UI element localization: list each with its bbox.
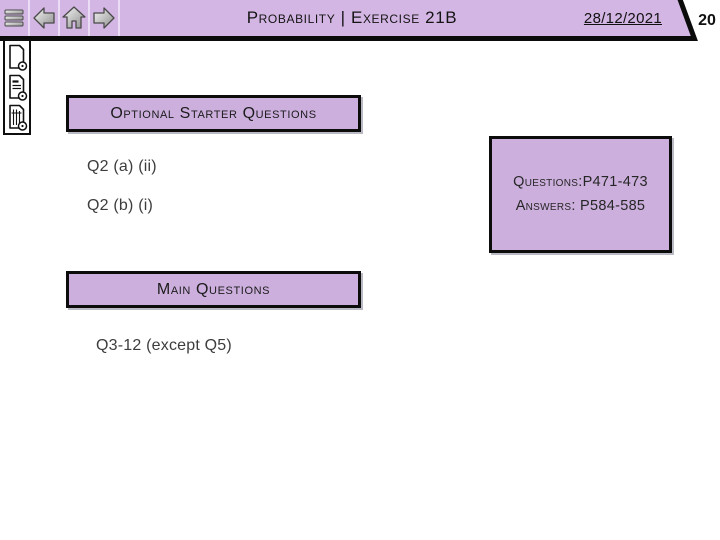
page-title: Probability | Exercise 21B xyxy=(246,8,458,27)
main-question-item: Q3-12 (except Q5) xyxy=(96,337,232,354)
reference-questions-pages: Questions:P471-473 xyxy=(513,173,648,190)
page-number: 20 xyxy=(698,12,716,29)
lesson-date: 28/12/2021 xyxy=(583,9,662,27)
starter-question-item: Q2 (b) (i) xyxy=(87,197,153,214)
home-button[interactable] xyxy=(60,0,90,36)
starter-questions-heading: Optional Starter Questions xyxy=(66,95,361,132)
menu-icon xyxy=(4,9,24,27)
back-button[interactable] xyxy=(30,0,60,36)
blank-page-icon[interactable] xyxy=(6,44,28,71)
forward-icon xyxy=(93,7,115,29)
top-toolbar: Probability | Exercise 21B 28/12/2021 xyxy=(0,0,720,41)
textbook-reference-box: Questions:P471-473 Answers: P584-585 xyxy=(489,136,672,253)
back-icon xyxy=(33,7,55,29)
home-icon xyxy=(62,6,86,29)
menu-button[interactable] xyxy=(0,0,30,36)
grid-page-icon[interactable] xyxy=(6,104,28,131)
starter-question-item: Q2 (a) (ii) xyxy=(87,158,157,175)
page-corner: 20 xyxy=(677,0,720,41)
text-page-icon[interactable] xyxy=(6,74,28,101)
page-tools-panel xyxy=(3,39,31,135)
forward-button[interactable] xyxy=(90,0,120,36)
main-questions-heading: Main Questions xyxy=(66,271,361,308)
corner-fold xyxy=(678,0,720,41)
reference-answers-pages: Answers: P584-585 xyxy=(515,197,646,214)
